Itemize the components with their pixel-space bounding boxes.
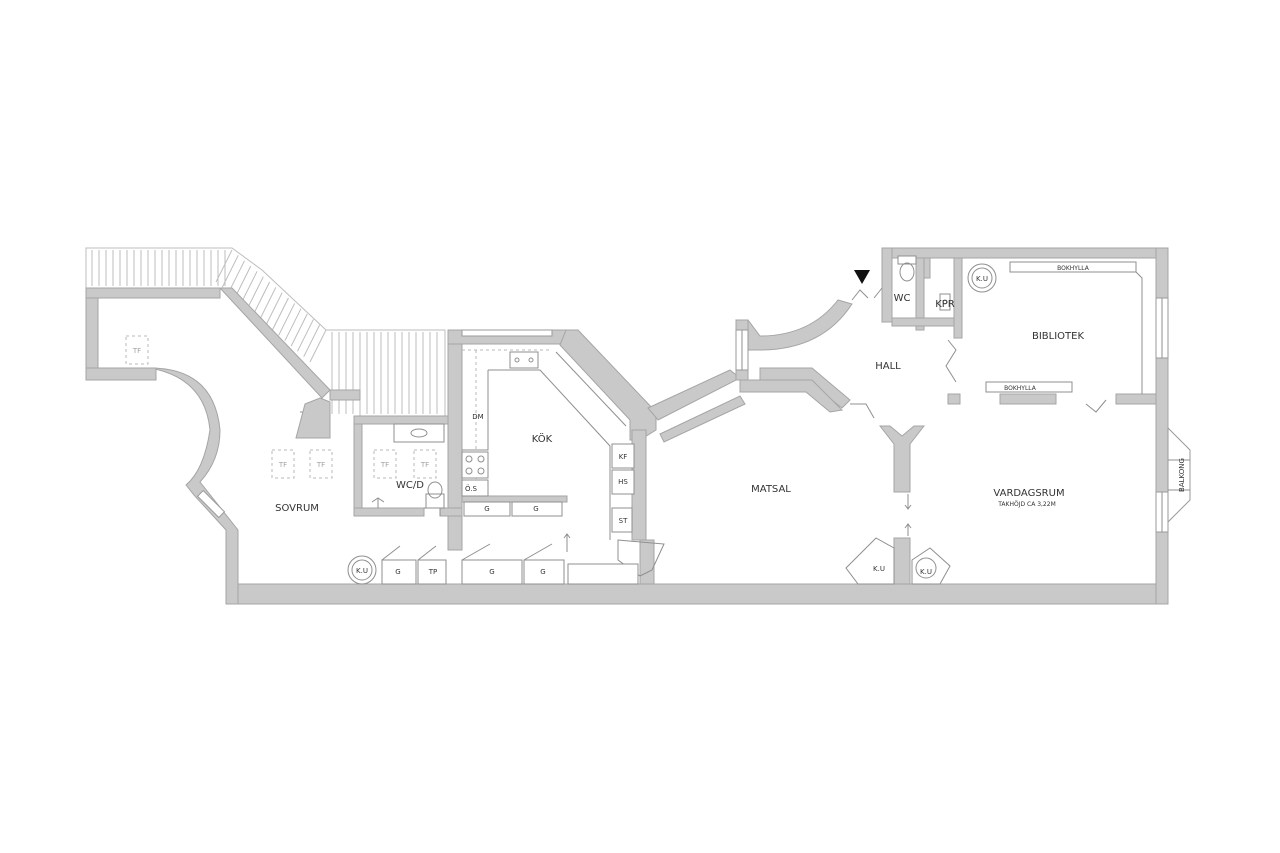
ku-label: K.U (920, 568, 932, 576)
tile-stove-matsal (845, 537, 895, 585)
bookshelf-bottom (985, 381, 1073, 393)
entrance-arrow-icon (854, 270, 870, 284)
oven (461, 479, 489, 497)
tf-label: TF (132, 347, 141, 355)
room-label-wcd: WC/D (396, 480, 424, 491)
kf-label: KF (619, 453, 628, 461)
stove (461, 451, 489, 479)
tf-label: TF (420, 461, 429, 469)
tf-markers (125, 335, 437, 479)
room-label-kpr: KPR (935, 299, 955, 310)
room-label-bibliotek: BIBLIOTEK (1032, 331, 1084, 342)
bath-sink (393, 423, 445, 443)
tf-label: TF (380, 461, 389, 469)
fixtures (347, 255, 1143, 585)
ku-label: K.U (976, 275, 988, 283)
tf-label: TF (316, 461, 325, 469)
room-label-balkong: BALKONG (1178, 458, 1186, 492)
room-label-matsal: MATSAL (751, 484, 791, 495)
dm-label: DM (472, 413, 483, 421)
ku-label: K.U (356, 567, 368, 575)
tp-label: TP (428, 568, 438, 576)
bookshelf-top (1009, 261, 1137, 273)
windows (196, 297, 1191, 533)
bath-toilet (425, 493, 445, 509)
g-label: G (533, 505, 538, 513)
room-label-wc: WC (894, 293, 911, 304)
g-label: G (484, 505, 489, 513)
tile-stove-vardagsrum (911, 547, 951, 585)
labels: SOVRUM WC/D KÖK MATSAL HALL WC KPR BIBLI… (132, 265, 1186, 576)
g-label: G (489, 568, 494, 576)
g-label: G (540, 568, 545, 576)
ceiling-height-note: TAKHÖJD CA 3,22M (997, 501, 1056, 508)
room-label-kok: KÖK (532, 432, 553, 445)
tf-label: TF (278, 461, 287, 469)
storage-box (611, 507, 633, 533)
fridge-box (611, 443, 635, 469)
room-label-sovrum: SOVRUM (275, 503, 319, 514)
terrace-hatching (85, 247, 446, 433)
bokhylla-label: BOKHYLLA (1004, 385, 1037, 392)
hs-label: HS (618, 478, 628, 486)
st-label: ST (619, 517, 628, 525)
bokhylla-label: BOKHYLLA (1057, 265, 1090, 272)
g-label: G (395, 568, 400, 576)
os-label: Ö.S (465, 484, 477, 493)
walls (85, 247, 1169, 605)
room-label-vardagsrum: VARDAGSRUM (993, 488, 1064, 499)
freezer-box (611, 469, 635, 495)
ku-label: K.U (873, 565, 885, 573)
kitchen-sink (509, 351, 539, 369)
room-label-hall: HALL (875, 361, 901, 372)
